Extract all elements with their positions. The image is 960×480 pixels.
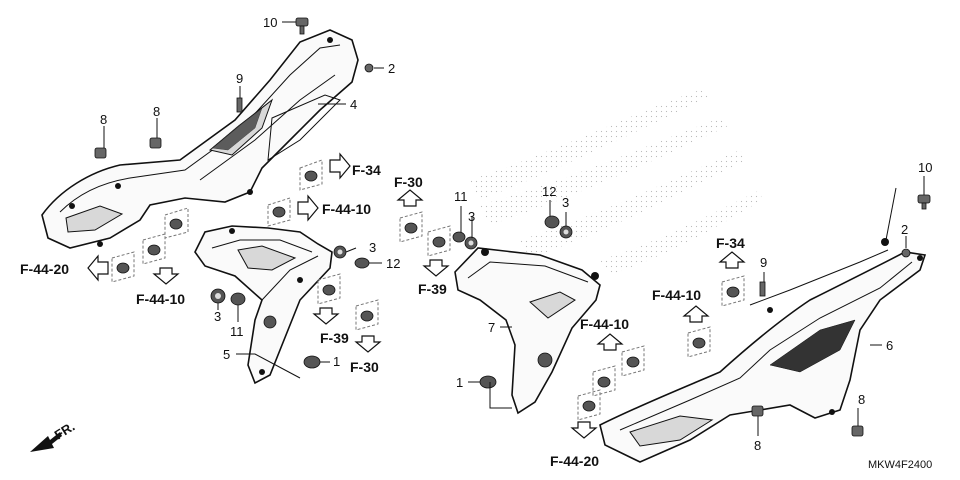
part-5-lower-cover	[194, 225, 333, 385]
callout-9-left: 9	[236, 71, 243, 86]
collar-11-a-icon	[230, 292, 246, 306]
callout-3-c: 3	[468, 209, 475, 224]
callout-2-right: 2	[901, 222, 908, 237]
callout-10-right: 10	[918, 160, 932, 175]
bolt-8-c-icon	[751, 405, 764, 417]
nut-3-d-icon	[559, 225, 573, 239]
diagram-code: MKW4F2400	[868, 459, 932, 471]
arrow-up-icon	[596, 333, 624, 351]
reference-grommet-boxes	[111, 159, 745, 421]
clip-2-right-icon	[901, 248, 911, 258]
nut-3-c-icon	[464, 236, 478, 250]
ref-f-44-20-right: F-44-20	[550, 453, 599, 469]
reference-arrows	[87, 152, 746, 439]
callout-2-left: 2	[388, 61, 395, 76]
grommet-1-b-icon	[479, 375, 497, 389]
callout-1-b: 1	[456, 375, 463, 390]
grommet-1-a-icon	[303, 355, 321, 369]
part-callouts: 10 2 9 8 8 4 3 12 3 11 5 1 11 3 12 3 7 1…	[100, 15, 932, 453]
screw-10-left-icon	[295, 17, 309, 35]
callout-12-a: 12	[386, 256, 400, 271]
arrow-down-icon	[152, 267, 180, 285]
collar-11-b-icon	[452, 231, 466, 243]
figure-references: F-34 F-44-10 F-44-20 F-44-10 F-39 F-30 F…	[20, 162, 745, 469]
callout-11-b: 11	[454, 189, 468, 204]
ref-f-30-center: F-30	[394, 174, 423, 190]
arrow-right-icon	[297, 194, 319, 222]
callout-3-b: 3	[214, 309, 221, 324]
callout-8-d: 8	[858, 392, 865, 407]
ref-f-44-10-right-top: F-44-10	[652, 287, 701, 303]
clip-9-left-icon	[236, 97, 243, 113]
callout-1-a: 1	[333, 354, 340, 369]
callout-3-a: 3	[369, 240, 376, 255]
ref-f-44-10-left-bottom: F-44-10	[136, 291, 185, 307]
screw-10-right-icon	[917, 194, 931, 210]
callout-5: 5	[223, 347, 230, 362]
arrow-up-icon	[396, 189, 424, 207]
leader-lines	[103, 21, 925, 436]
bolt-8-b-icon	[149, 137, 162, 149]
nut-3-a-icon	[333, 245, 347, 259]
arrow-up-icon	[682, 305, 710, 323]
arrow-down-icon	[422, 259, 450, 277]
part-6-side-cover	[599, 238, 927, 463]
bolt-8-a-icon	[94, 147, 107, 159]
ref-f-39-left: F-39	[320, 330, 349, 346]
arrow-right-icon	[329, 152, 351, 180]
callout-4: 4	[350, 97, 357, 112]
ref-f-34-left: F-34	[352, 162, 381, 178]
callout-10-left: 10	[263, 15, 277, 30]
clip-9-right-icon	[759, 281, 766, 297]
part-7-inner-cover	[454, 247, 601, 415]
callout-9-right: 9	[760, 255, 767, 270]
callout-3-d: 3	[562, 195, 569, 210]
ref-f-30-left: F-30	[350, 359, 379, 375]
callout-6: 6	[886, 338, 893, 353]
collar-12-b-icon	[544, 215, 560, 229]
ref-f-34-right: F-34	[716, 235, 745, 251]
ref-f-44-10-right-bottom: F-44-10	[580, 316, 629, 332]
fasteners	[94, 17, 931, 437]
front-arrow-icon	[30, 432, 62, 452]
callout-8-a: 8	[100, 112, 107, 127]
wing-watermark	[470, 90, 762, 275]
callout-8-c: 8	[754, 438, 761, 453]
callout-12-b: 12	[542, 184, 556, 199]
arrow-down-icon	[312, 307, 340, 325]
arrow-left-icon	[87, 254, 109, 282]
arrow-down-icon	[354, 335, 382, 353]
callout-11-a: 11	[230, 324, 244, 339]
arrow-up-icon	[718, 251, 746, 269]
clip-2-left-icon	[364, 63, 374, 73]
callout-7: 7	[488, 320, 495, 335]
front-direction-indicator: FR.	[30, 419, 77, 452]
ref-f-39-center: F-39	[418, 281, 447, 297]
arrow-down-icon	[570, 421, 598, 439]
ref-f-44-10-left-top: F-44-10	[322, 201, 371, 217]
ref-f-44-20-left: F-44-20	[20, 261, 69, 277]
nut-3-b-icon	[210, 288, 226, 304]
collar-12-a-icon	[354, 257, 370, 269]
bolt-8-d-icon	[851, 425, 864, 437]
part-4-upper-cover	[41, 29, 359, 249]
callout-8-b: 8	[153, 104, 160, 119]
